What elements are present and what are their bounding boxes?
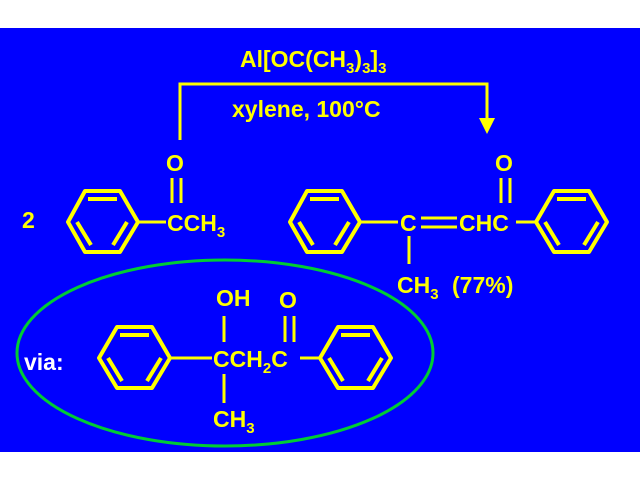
product-right-benzene-ring <box>534 189 609 254</box>
intermediate-right-benzene-ring <box>318 325 393 390</box>
product-methyl-group: CH3 <box>397 272 439 303</box>
product-bonds <box>360 178 536 264</box>
reagent-formula: Al[OC(CH3)3]3 <box>240 46 386 77</box>
reactant-benzene-ring <box>66 189 140 254</box>
arrow-line <box>178 82 489 140</box>
product-alkene-carbon: C <box>400 210 417 236</box>
intermediate-hydroxyl: OH <box>216 285 251 311</box>
intermediate-methyl-group: CH3 <box>213 406 255 437</box>
intermediate-carbonyl-oxygen: O <box>279 287 297 313</box>
reactant-acetyl-group: CCH3 <box>167 210 225 241</box>
product-yield: (77%) <box>452 272 513 298</box>
arrow-head <box>479 118 495 134</box>
intermediate-ellipse <box>15 258 435 448</box>
reaction-slide: Al[OC(CH3)3]3 xylene, 100°C 2 O CCH3 C C… <box>0 28 640 452</box>
product-carbonyl-oxygen: O <box>495 150 513 176</box>
reaction-arrow <box>178 82 489 140</box>
intermediate-left-benzene-ring <box>97 325 172 390</box>
reactant-carbonyl-oxygen: O <box>166 150 184 176</box>
reaction-conditions: xylene, 100°C <box>232 96 381 122</box>
product-left-benzene-ring <box>288 189 362 254</box>
product-enone-group: CHC <box>459 210 509 236</box>
via-label: via: <box>24 349 64 375</box>
reactant-bonds <box>138 178 183 224</box>
slide-background <box>0 28 640 452</box>
reactant-coefficient: 2 <box>22 207 35 233</box>
intermediate-chain: CCH2C <box>213 346 288 377</box>
intermediate-bonds <box>170 316 320 403</box>
